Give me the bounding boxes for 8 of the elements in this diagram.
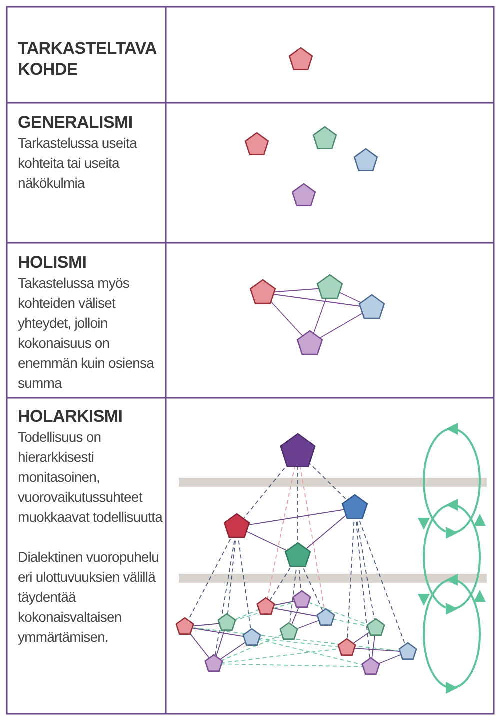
row-heading: HOLISMI — [18, 252, 87, 273]
row-description: Todellisuus on hierarkkisesti monitasoinen, vuorovaikutussuhteet muokkaavat todellisuutta — [18, 428, 163, 527]
row-description: Dialektinen vuoropuhelu eri ulottuvuuksien välillä täydentää kokonaisvaltaisen ymmärtämisen. — [18, 548, 160, 647]
row-heading: TARKASTELTAVA KOHDE — [18, 38, 158, 80]
row-description: Takastelussa myös kohteiden väliset yhteydet, jolloin kokonaisuus on enemmän kuin osiensa summa — [18, 274, 156, 393]
row-description: Tarkastelussa useita kohteita tai useita näkökulmia — [18, 134, 138, 193]
row-heading: HOLARKISMI — [18, 406, 123, 427]
row-heading: GENERALISMI — [18, 112, 133, 133]
